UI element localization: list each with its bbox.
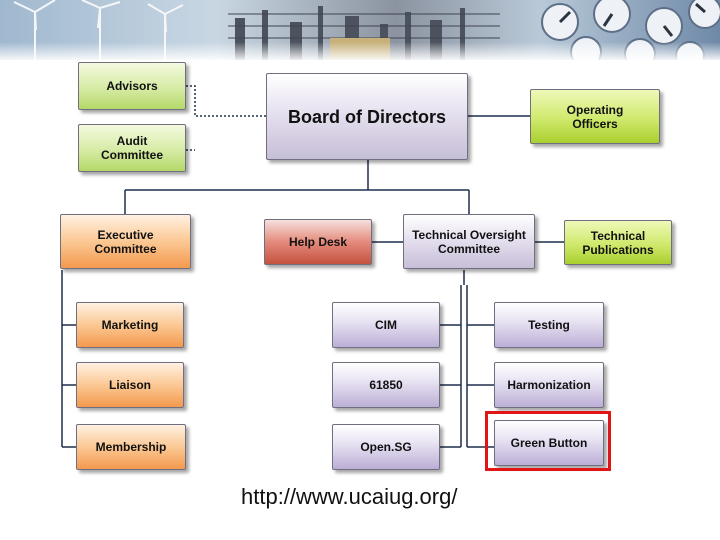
header-banner-image [0, 0, 720, 60]
harmonization-box: Harmonization [494, 362, 604, 408]
executive-committee-label: Executive Committee [94, 227, 157, 256]
marketing-box: Marketing [76, 302, 184, 348]
iec-61850-label: 61850 [369, 378, 403, 392]
technical-oversight-committee-label: Technical Oversight Committee [412, 227, 526, 256]
harmonization-label: Harmonization [507, 378, 591, 392]
footer-url: http://www.ucaiug.org/ [241, 484, 458, 509]
operating-officers-label: Operating Officers [566, 102, 624, 131]
opensg-box: Open.SG [332, 424, 440, 470]
cim-label: CIM [375, 318, 397, 332]
membership-box: Membership [76, 424, 186, 470]
marketing-label: Marketing [101, 318, 159, 332]
testing-label: Testing [528, 318, 570, 332]
help-desk-label: Help Desk [288, 235, 348, 249]
green-button-box: Green Button [494, 420, 604, 466]
advisors-box: Advisors [78, 62, 186, 110]
opensg-label: Open.SG [360, 440, 412, 454]
audit-committee-box: Audit Committee [78, 124, 186, 172]
technical-publications-label: Technical Publications [582, 228, 654, 257]
audit-committee-label: Audit Committee [100, 134, 163, 162]
board-of-directors-box: Board of Directors [266, 73, 468, 160]
liaison-box: Liaison [76, 362, 184, 408]
operating-officers-box: Operating Officers [530, 89, 660, 144]
membership-label: Membership [95, 440, 167, 454]
liaison-label: Liaison [108, 378, 151, 392]
help-desk-box: Help Desk [264, 219, 372, 265]
technical-oversight-committee-box: Technical Oversight Committee [403, 214, 535, 269]
technical-publications-box: Technical Publications [564, 220, 672, 265]
advisors-label: Advisors [106, 79, 158, 93]
testing-box: Testing [494, 302, 604, 348]
green-button-label: Green Button [510, 436, 588, 450]
cim-box: CIM [332, 302, 440, 348]
board-of-directors-label: Board of Directors [287, 106, 447, 127]
executive-committee-box: Executive Committee [60, 214, 191, 269]
green-button-highlight-frame [485, 411, 611, 471]
iec-61850-box: 61850 [332, 362, 440, 408]
